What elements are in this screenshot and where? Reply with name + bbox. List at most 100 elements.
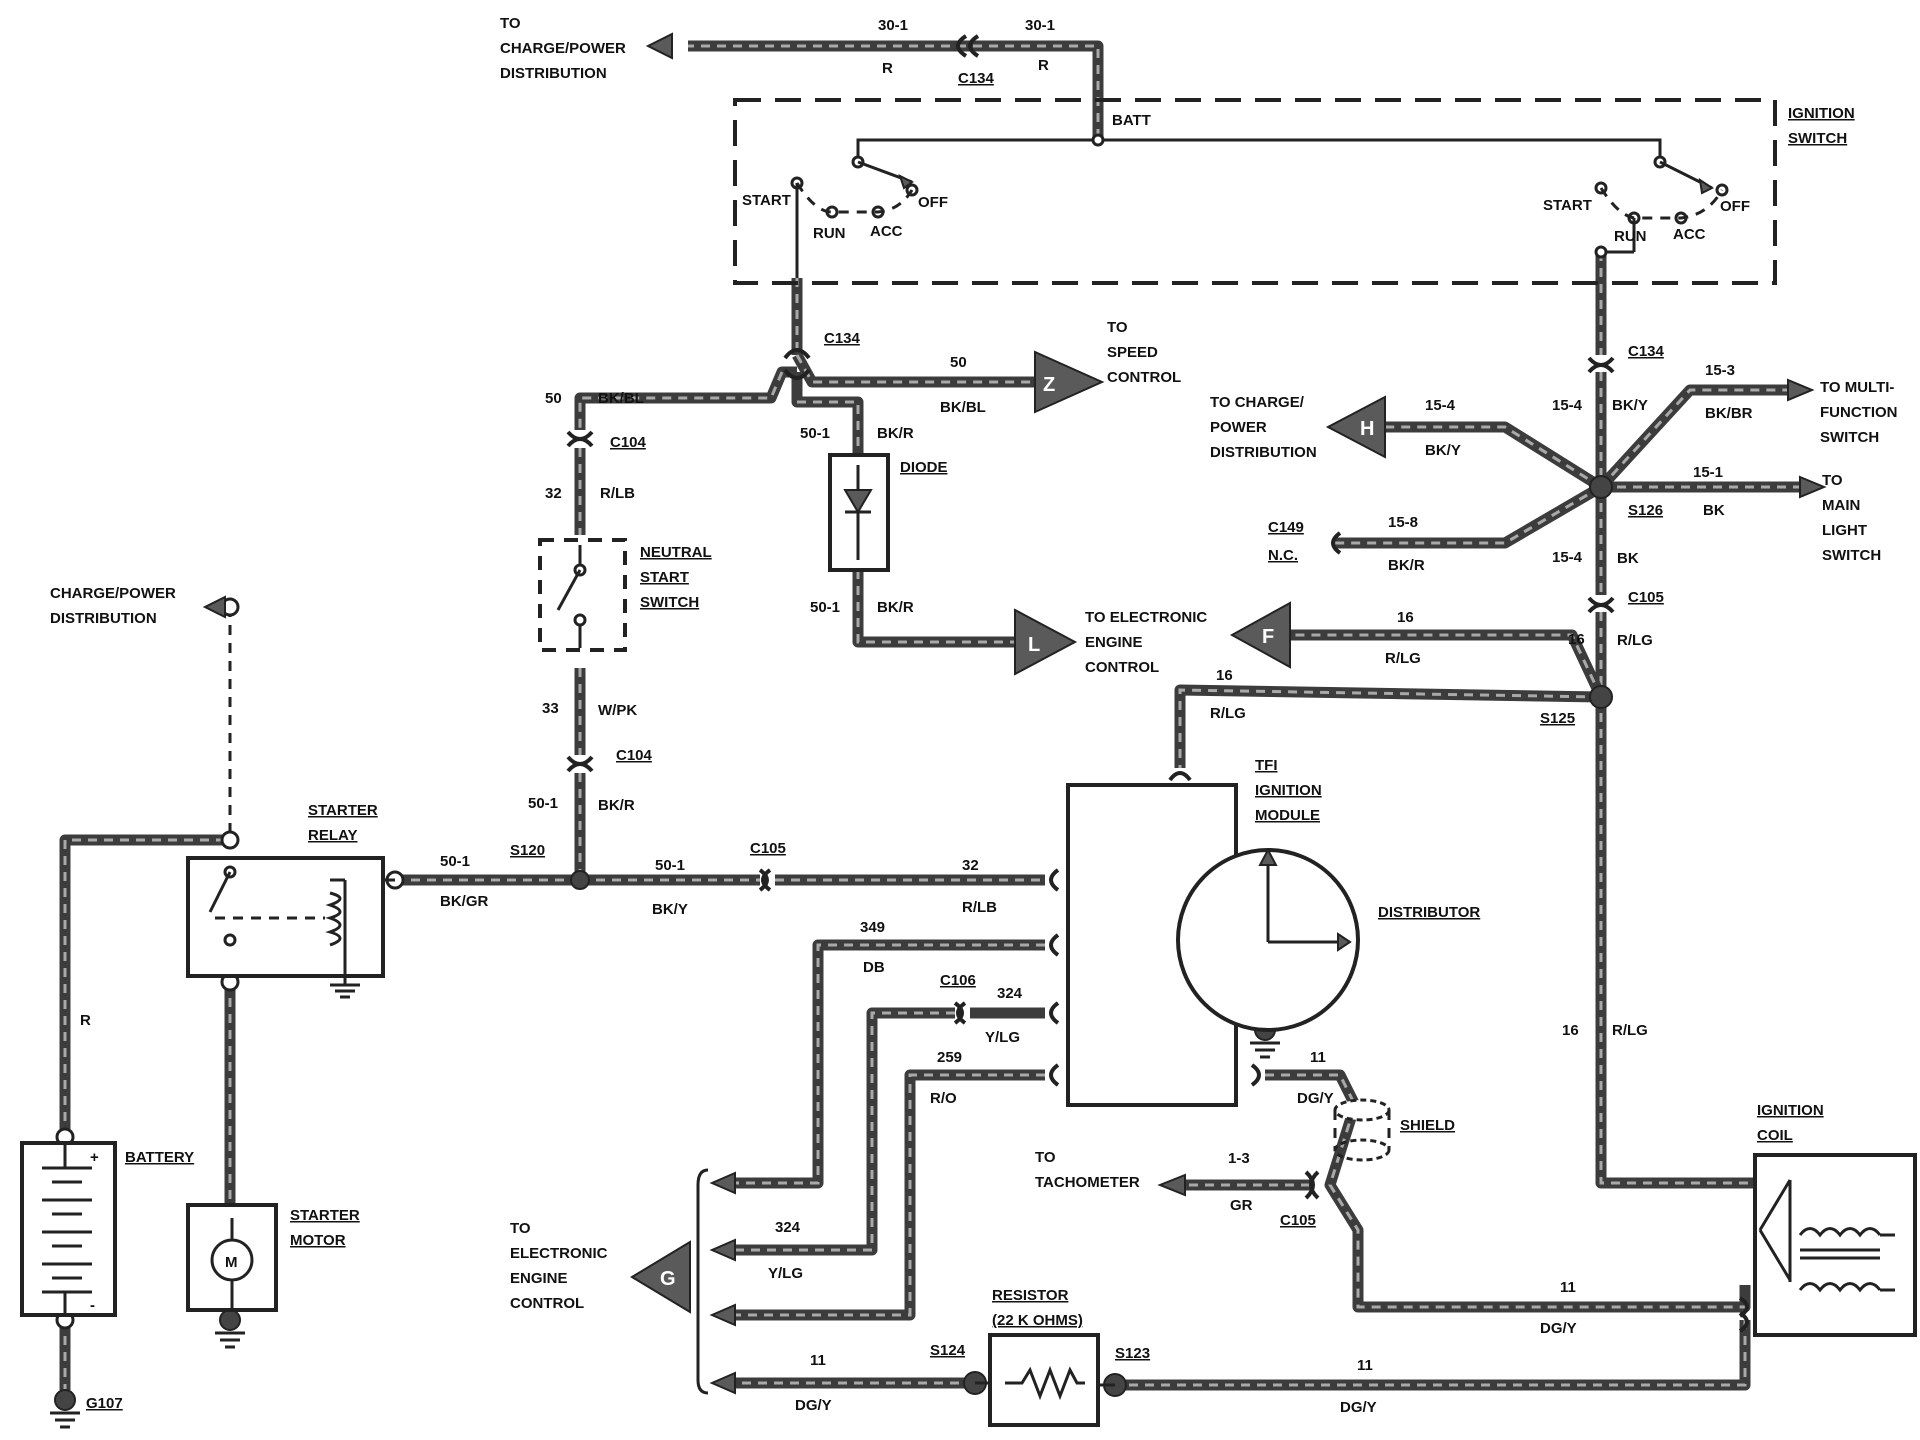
arrow-f-eec [1229, 601, 1291, 669]
label-to-main-4: SWITCH [1822, 547, 1881, 564]
label-16-d: 16 [1562, 1022, 1579, 1039]
label-259: 259 [937, 1049, 962, 1066]
label-neutral-1: NEUTRAL [640, 544, 712, 561]
label-arrow-h: H [1360, 418, 1374, 440]
label-to-tach-1: TO [1035, 1149, 1056, 1166]
label-tfi-2: IGNITION [1255, 782, 1322, 799]
label-starter-motor-2: MOTOR [290, 1232, 346, 1249]
wire-11-s123 [1115, 1320, 1751, 1391]
label-starter-motor-1: STARTER [290, 1207, 360, 1224]
label-bk-b: BK [1617, 550, 1639, 567]
label-battery: BATTERY [125, 1149, 194, 1166]
label-bkr-b: BK/R [877, 599, 914, 616]
svg-text:+: + [90, 1149, 99, 1166]
label-to-main-1: TO [1822, 472, 1843, 489]
label-1-3: 1-3 [1228, 1150, 1250, 1167]
label-32-a: 32 [545, 485, 562, 502]
label-arrow-g: G [660, 1268, 676, 1290]
label-db: DB [863, 959, 885, 976]
label-to-eec-bottom-1: TO [510, 1220, 531, 1237]
label-50-1-a: 50-1 [800, 425, 830, 442]
label-off-left: OFF [918, 194, 948, 211]
label-to-main-2: MAIN [1822, 497, 1860, 514]
label-bkr-c: BK/R [598, 797, 635, 814]
label-c134-top: C134 [958, 70, 995, 87]
label-charge-left-1: CHARGE/POWER [50, 585, 176, 602]
label-to-charge-right-2: POWER [1210, 419, 1267, 436]
arrow-multifunction [1787, 378, 1815, 402]
label-ylg-a: Y/LG [985, 1029, 1020, 1046]
label-s123: S123 [1115, 1345, 1150, 1362]
label-r-left: R [882, 60, 893, 77]
label-to-charge-top-1: TO [500, 15, 521, 32]
label-bkbl-a: BK/BL [598, 390, 644, 407]
label-dgy-c: DG/Y [1340, 1399, 1377, 1416]
label-to-eec-mid-2: ENGINE [1085, 634, 1143, 651]
label-11-c: 11 [1357, 1357, 1373, 1374]
wire-50-speed-control [792, 352, 1035, 388]
label-to-speed-control-2: SPEED [1107, 344, 1158, 361]
label-gr: GR [1230, 1197, 1253, 1214]
label-ignition-switch-1: IGNITION [1788, 105, 1855, 122]
wires [59, 40, 1911, 1391]
label-50-1-c: 50-1 [528, 795, 558, 812]
splice-s126 [1589, 475, 1613, 499]
label-50-b: 50 [950, 354, 967, 371]
label-bky-a: BK/Y [652, 901, 688, 918]
battery: + - [20, 1141, 117, 1317]
label-349: 349 [860, 919, 885, 936]
label-16-a: 16 [1568, 631, 1585, 648]
wire-15-4-charge [1378, 421, 1604, 492]
label-15-1: 15-1 [1693, 464, 1723, 481]
label-ro: R/O [930, 1090, 957, 1107]
starter-relay [186, 856, 395, 999]
label-c105-b: C105 [1628, 589, 1664, 606]
label-to-eec-bottom-3: ENGINE [510, 1270, 568, 1287]
wire-16-tfi [1174, 684, 1602, 768]
label-32-b: 32 [962, 857, 979, 874]
label-bkr-d: BK/R [1388, 557, 1425, 574]
label-to-main-3: LIGHT [1822, 522, 1867, 539]
arrow-tachometer [1157, 1173, 1186, 1197]
label-wpk: W/PK [598, 702, 637, 719]
label-16-b: 16 [1397, 609, 1414, 626]
arrow-main-light [1799, 475, 1827, 499]
wire-16-coil [1595, 697, 1755, 1189]
label-to-eec-bottom-4: CONTROL [510, 1295, 584, 1312]
label-to-multi-1: TO MULTI- [1820, 379, 1894, 396]
label-c105-a: C105 [750, 840, 786, 857]
label-tfi-3: MODULE [1255, 807, 1320, 824]
neutral-start-switch [538, 538, 627, 652]
shield [1333, 1098, 1391, 1162]
starter-motor [186, 1203, 278, 1312]
wire-324 [735, 1007, 955, 1256]
label-rlg-c: R/LG [1210, 705, 1246, 722]
arrow-charge-left [202, 595, 226, 619]
label-ignition-coil-1: IGNITION [1757, 1102, 1824, 1119]
ignition-switch [733, 98, 1777, 285]
label-c104-a: C104 [610, 434, 647, 451]
resistor [975, 1333, 1115, 1427]
label-s125: S125 [1540, 710, 1575, 727]
label-to-tach-2: TACHOMETER [1035, 1174, 1140, 1191]
label-to-eec-bottom-2: ELECTRONIC [510, 1245, 608, 1262]
label-to-eec-mid-3: CONTROL [1085, 659, 1159, 676]
diode [828, 453, 890, 572]
label-ignition-coil-2: COIL [1757, 1127, 1793, 1144]
label-324-a: 324 [997, 985, 1023, 1002]
label-bkgr: BK/GR [440, 893, 489, 910]
label-shield: SHIELD [1400, 1117, 1455, 1134]
arrow-z-speed-control [1034, 350, 1105, 414]
label-to-speed-control-1: TO [1107, 319, 1128, 336]
label-ylg-b: Y/LG [768, 1265, 803, 1282]
label-resistor-1: RESISTOR [992, 1287, 1069, 1304]
wire-349 [735, 939, 1045, 1189]
label-to-charge-right-1: TO CHARGE/ [1210, 394, 1305, 411]
label-starter-relay-2: RELAY [308, 827, 357, 844]
label-rlg-d: R/LG [1612, 1022, 1648, 1039]
label-s124: S124 [930, 1342, 966, 1359]
label-rlb-b: R/LB [962, 899, 997, 916]
label-bkbl-b: BK/BL [940, 399, 986, 416]
label-rlg-a: R/LG [1617, 632, 1653, 649]
arrows [202, 32, 1827, 1395]
